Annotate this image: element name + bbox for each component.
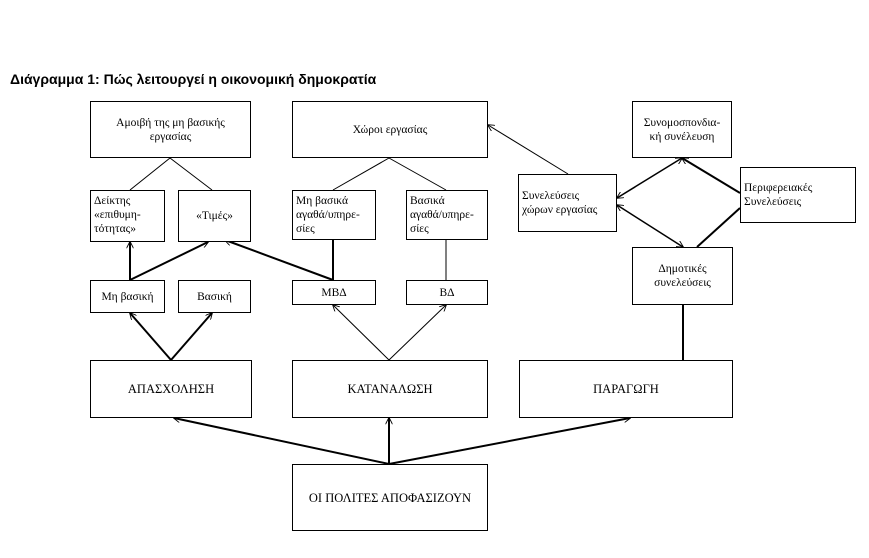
edge-mvd-times — [225, 240, 334, 281]
edge-polites-paragogi — [388, 418, 630, 465]
node-vasiki: Βασική — [178, 280, 251, 313]
node-apasxolisi: ΑΠΑΣΧΟΛΗΣΗ — [90, 360, 252, 418]
edge-synelxoron-dimotikes — [617, 205, 683, 247]
edge-mivasiki-times — [129, 241, 208, 281]
edge-perif-synomosp — [682, 158, 741, 194]
node-mi-vasiki: Μη βασική — [90, 280, 165, 313]
node-dimotikes: Δημοτικές συνελεύσεις — [632, 247, 733, 305]
edge-deiktis-amoivi — [129, 157, 171, 191]
node-mvd: ΜΒΔ — [292, 280, 376, 305]
edge-apasxolisi-vasiki — [170, 313, 212, 361]
edge-mivasika-xoroi — [332, 157, 390, 191]
node-perifereiakes: Περιφερειακές Συνελεύσεις — [740, 167, 856, 223]
node-mi-vasika: Μη βασικά αγαθά/υπηρε- σίες — [292, 190, 376, 240]
node-katanalosi: ΚΑΤΑΝΑΛΩΣΗ — [292, 360, 488, 418]
node-synomospondiaki: Συνομοσπονδια- κή συνέλευση — [632, 101, 732, 158]
edge-katanalosi-mvd — [333, 305, 390, 361]
edge-apasxolisi-mivasiki — [130, 313, 172, 361]
node-times: «Τιμές» — [178, 190, 251, 242]
edge-katanalosi-vd — [388, 305, 446, 361]
node-polites: ΟΙ ΠΟΛΙΤΕΣ ΑΠΟΦΑΣΙΖΟΥΝ — [292, 464, 488, 531]
edge-synelxoron-xoroi — [488, 125, 569, 175]
node-deiktis: Δείκτης «επιθυμη- τότητας» — [90, 190, 165, 242]
edge-dimotikes-perif — [696, 207, 741, 248]
diagram-title: Διάγραμμα 1: Πώς λειτουργεί η οικονομική… — [10, 71, 377, 87]
node-vasika: Βασικά αγαθά/υπηρε- σίες — [406, 190, 488, 240]
node-synelefseis-xoron: Συνελεύσεις χώρων εργασίας — [518, 174, 617, 232]
edge-times-amoivi — [169, 157, 213, 191]
node-amoivi: Αμοιβή της μη βασικής εργασίας — [90, 101, 251, 158]
node-xoroi-ergasias: Χώροι εργασίας — [292, 101, 488, 158]
edge-vasika-xoroi — [388, 157, 447, 191]
node-paragogi: ΠΑΡΑΓΩΓΗ — [519, 360, 733, 418]
edge-polites-apasxolisi — [174, 418, 390, 465]
node-vd: ΒΔ — [406, 280, 488, 305]
edge-synelxoron-synomosp — [617, 158, 682, 198]
